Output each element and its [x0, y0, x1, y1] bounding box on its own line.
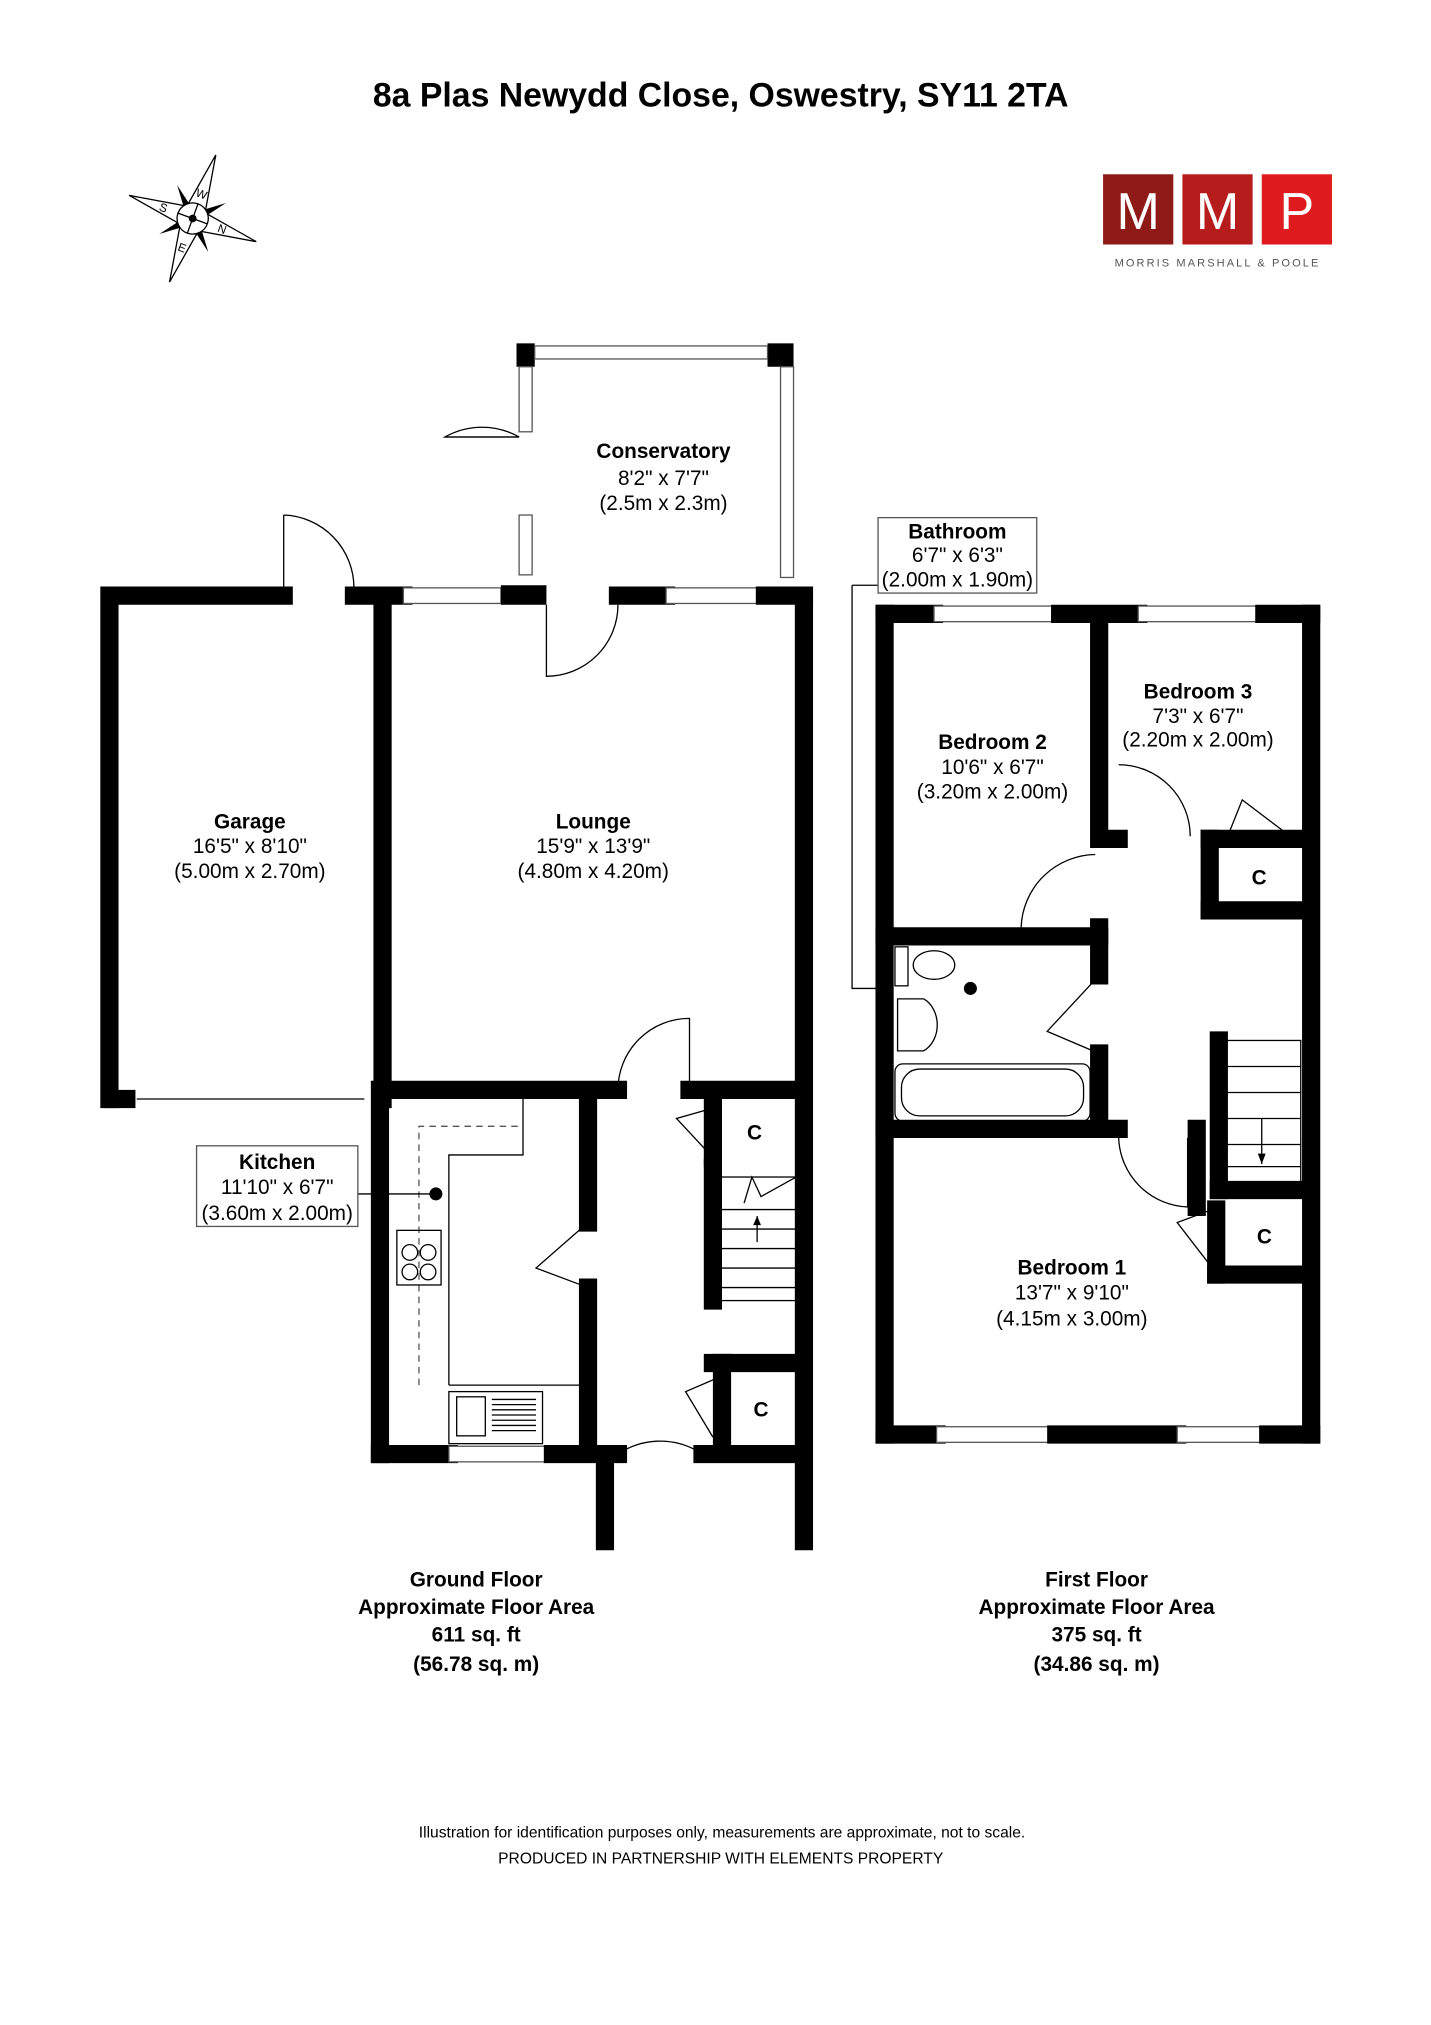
svg-text:M: M: [1117, 183, 1160, 241]
room-bedroom-3: Bedroom 3 7'3" x 6'7" (2.20m x 2.00m): [1122, 680, 1273, 751]
svg-text:Ground Floor: Ground Floor: [410, 1569, 543, 1592]
svg-text:(2.00m x 1.90m): (2.00m x 1.90m): [882, 569, 1033, 592]
svg-text:S: S: [157, 201, 169, 216]
svg-text:C: C: [1257, 1225, 1272, 1248]
svg-text:C: C: [1252, 866, 1267, 889]
svg-text:(4.15m x 3.00m): (4.15m x 3.00m): [996, 1307, 1147, 1330]
svg-text:8'2" x 7'7": 8'2" x 7'7": [618, 467, 709, 490]
svg-text:(4.80m x 4.20m): (4.80m x 4.20m): [518, 860, 669, 883]
svg-text:(5.00m x 2.70m): (5.00m x 2.70m): [174, 860, 325, 883]
mmp-logo: M M P MORRIS MARSHALL & POOLE: [1103, 174, 1332, 270]
svg-text:6'7" x 6'3": 6'7" x 6'3": [912, 544, 1003, 567]
room-kitchen: Kitchen 11'10" x 6'7" (3.60m x 2.00m): [195, 1145, 359, 1228]
hob-icon: [396, 1229, 442, 1286]
svg-text:11'10" x 6'7": 11'10" x 6'7": [221, 1176, 334, 1199]
partnership-note: PRODUCED IN PARTNERSHIP WITH ELEMENTS PR…: [498, 1851, 944, 1868]
stairs-icon: [717, 1176, 797, 1302]
room-bedroom-2: Bedroom 2 10'6" x 6'7" (3.20m x 2.00m): [917, 731, 1068, 803]
svg-text:16'5" x 8'10": 16'5" x 8'10": [193, 835, 307, 858]
svg-text:N: N: [216, 222, 228, 237]
svg-text:Kitchen: Kitchen: [239, 1151, 315, 1174]
sink-icon: [448, 1390, 544, 1445]
svg-text:Garage: Garage: [214, 810, 286, 833]
svg-text:Bedroom 3: Bedroom 3: [1144, 680, 1253, 703]
svg-text:7'3" x 6'7": 7'3" x 6'7": [1153, 705, 1244, 728]
svg-text:(34.86 sq. m): (34.86 sq. m): [1034, 1653, 1160, 1676]
svg-text:Lounge: Lounge: [556, 810, 631, 833]
svg-text:Conservatory: Conservatory: [596, 440, 731, 463]
page-title: 8a Plas Newydd Close, Oswestry, SY11 2TA: [373, 77, 1069, 115]
basin-icon: [896, 998, 938, 1052]
bath-icon: [894, 1063, 1091, 1122]
room-bedroom-1: Bedroom 1 13'7" x 9'10" (4.15m x 3.00m): [996, 1257, 1147, 1331]
svg-text:Bedroom 1: Bedroom 1: [1018, 1257, 1127, 1280]
svg-text:(3.60m x 2.00m): (3.60m x 2.00m): [201, 1202, 352, 1225]
stairs-icon: [1218, 1039, 1302, 1187]
svg-text:Approximate Floor Area: Approximate Floor Area: [978, 1596, 1215, 1619]
svg-text:611 sq. ft: 611 sq. ft: [432, 1623, 521, 1646]
room-bathroom: Bathroom 6'7" x 6'3" (2.00m x 1.90m): [877, 516, 1038, 594]
svg-text:13'7" x 9'10": 13'7" x 9'10": [1015, 1281, 1129, 1304]
toilet-icon: [894, 946, 909, 987]
ground-floor-area: Ground Floor Approximate Floor Area 611 …: [358, 1569, 595, 1677]
svg-text:Approximate Floor Area: Approximate Floor Area: [358, 1596, 595, 1619]
svg-text:(56.78 sq. m): (56.78 sq. m): [413, 1653, 539, 1676]
svg-text:Bathroom: Bathroom: [908, 520, 1006, 543]
svg-text:375 sq. ft: 375 sq. ft: [1051, 1623, 1141, 1646]
svg-text:10'6" x 6'7": 10'6" x 6'7": [941, 756, 1043, 779]
svg-text:W: W: [194, 186, 209, 202]
room-conservatory: Conservatory 8'2" x 7'7" (2.5m x 2.3m): [596, 440, 731, 515]
disclaimer: Illustration for identification purposes…: [419, 1825, 1025, 1842]
compass-icon: W E S N: [128, 154, 257, 283]
cupboard-labels: C C C C: [747, 866, 1272, 1421]
svg-text:C: C: [747, 1121, 762, 1144]
first-floor-plan: [851, 584, 1321, 1444]
ground-floor-plan: [100, 343, 814, 1551]
svg-text:Bedroom 2: Bedroom 2: [938, 731, 1047, 754]
svg-text:(3.20m x 2.00m): (3.20m x 2.00m): [917, 781, 1068, 804]
svg-text:First Floor: First Floor: [1045, 1569, 1148, 1592]
svg-text:MORRIS MARSHALL & POOLE: MORRIS MARSHALL & POOLE: [1115, 258, 1321, 270]
room-lounge: Lounge 15'9" x 13'9" (4.80m x 4.20m): [518, 810, 669, 882]
svg-text:(2.20m x 2.00m): (2.20m x 2.00m): [1122, 729, 1273, 752]
svg-text:(2.5m x 2.3m): (2.5m x 2.3m): [599, 492, 727, 515]
svg-text:C: C: [754, 1398, 769, 1421]
svg-text:15'9" x 13'9": 15'9" x 13'9": [536, 835, 650, 858]
svg-text:E: E: [176, 241, 188, 256]
room-garage: Garage 16'5" x 8'10" (5.00m x 2.70m): [174, 810, 325, 882]
svg-text:P: P: [1280, 183, 1315, 241]
svg-text:M: M: [1196, 183, 1239, 241]
first-floor-area: First Floor Approximate Floor Area 375 s…: [978, 1569, 1215, 1677]
